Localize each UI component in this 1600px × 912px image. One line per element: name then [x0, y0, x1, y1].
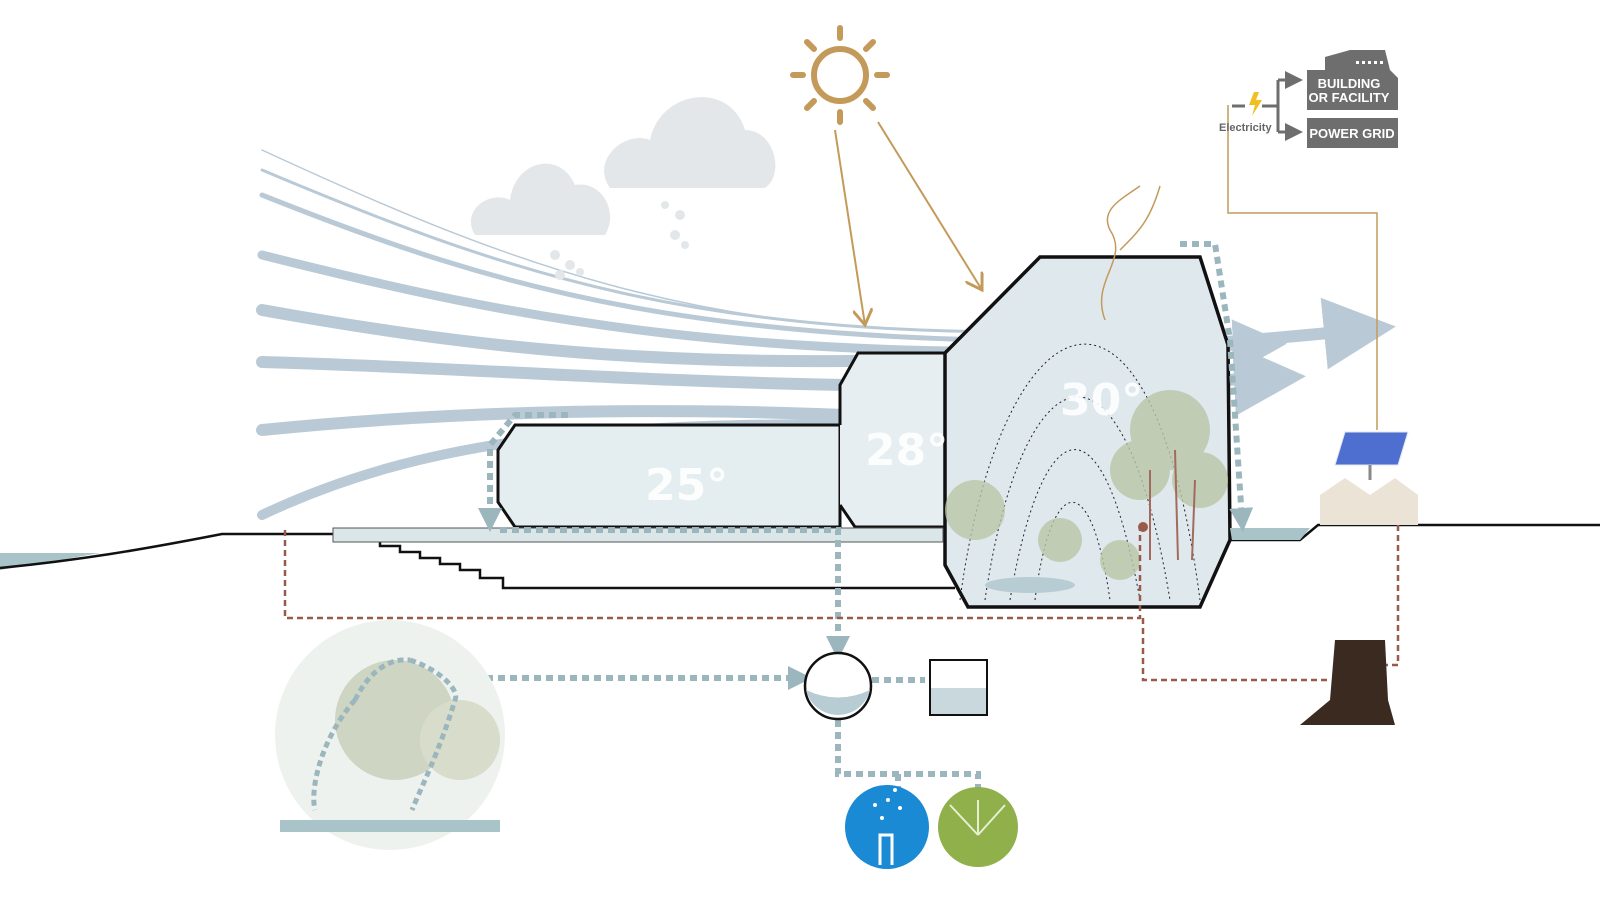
electricity-label: Electricity [1219, 122, 1272, 134]
sun-icon [790, 25, 890, 125]
temp-label-28: 28° [865, 425, 948, 476]
power-grid-label: POWER GRID [1309, 126, 1394, 141]
cloud-icon [470, 97, 776, 235]
solar-panel-icon [1320, 431, 1418, 525]
rain-drops [550, 201, 689, 280]
power-grid-box: POWER GRID [1307, 118, 1398, 148]
sprinkler-icon [938, 787, 1018, 867]
building-label-line2: OR FACILITY [1309, 90, 1390, 105]
water-tank-icon [803, 651, 873, 721]
water-right [1230, 528, 1310, 540]
building-label-line1: BUILDING [1318, 76, 1381, 91]
electricity-distribution: Electricity [1219, 71, 1303, 141]
temp-label-30: 30° [1060, 375, 1143, 426]
sun-rays [834, 121, 982, 325]
greenhouse [943, 185, 1232, 609]
soil-flow-lines [283, 505, 1400, 682]
water-flow-lines [450, 241, 1254, 790]
irrigation-icon [845, 785, 929, 869]
trees [945, 390, 1228, 580]
building-facility-box: BUILDING OR FACILITY [1307, 50, 1398, 110]
landscape-vignette [275, 620, 505, 850]
compost-soil-icon [1300, 640, 1395, 725]
electric-wire [1227, 105, 1378, 430]
lightning-icon [1249, 92, 1262, 116]
storage-tank-icon [929, 659, 988, 716]
temp-label-25: 25° [645, 460, 728, 511]
